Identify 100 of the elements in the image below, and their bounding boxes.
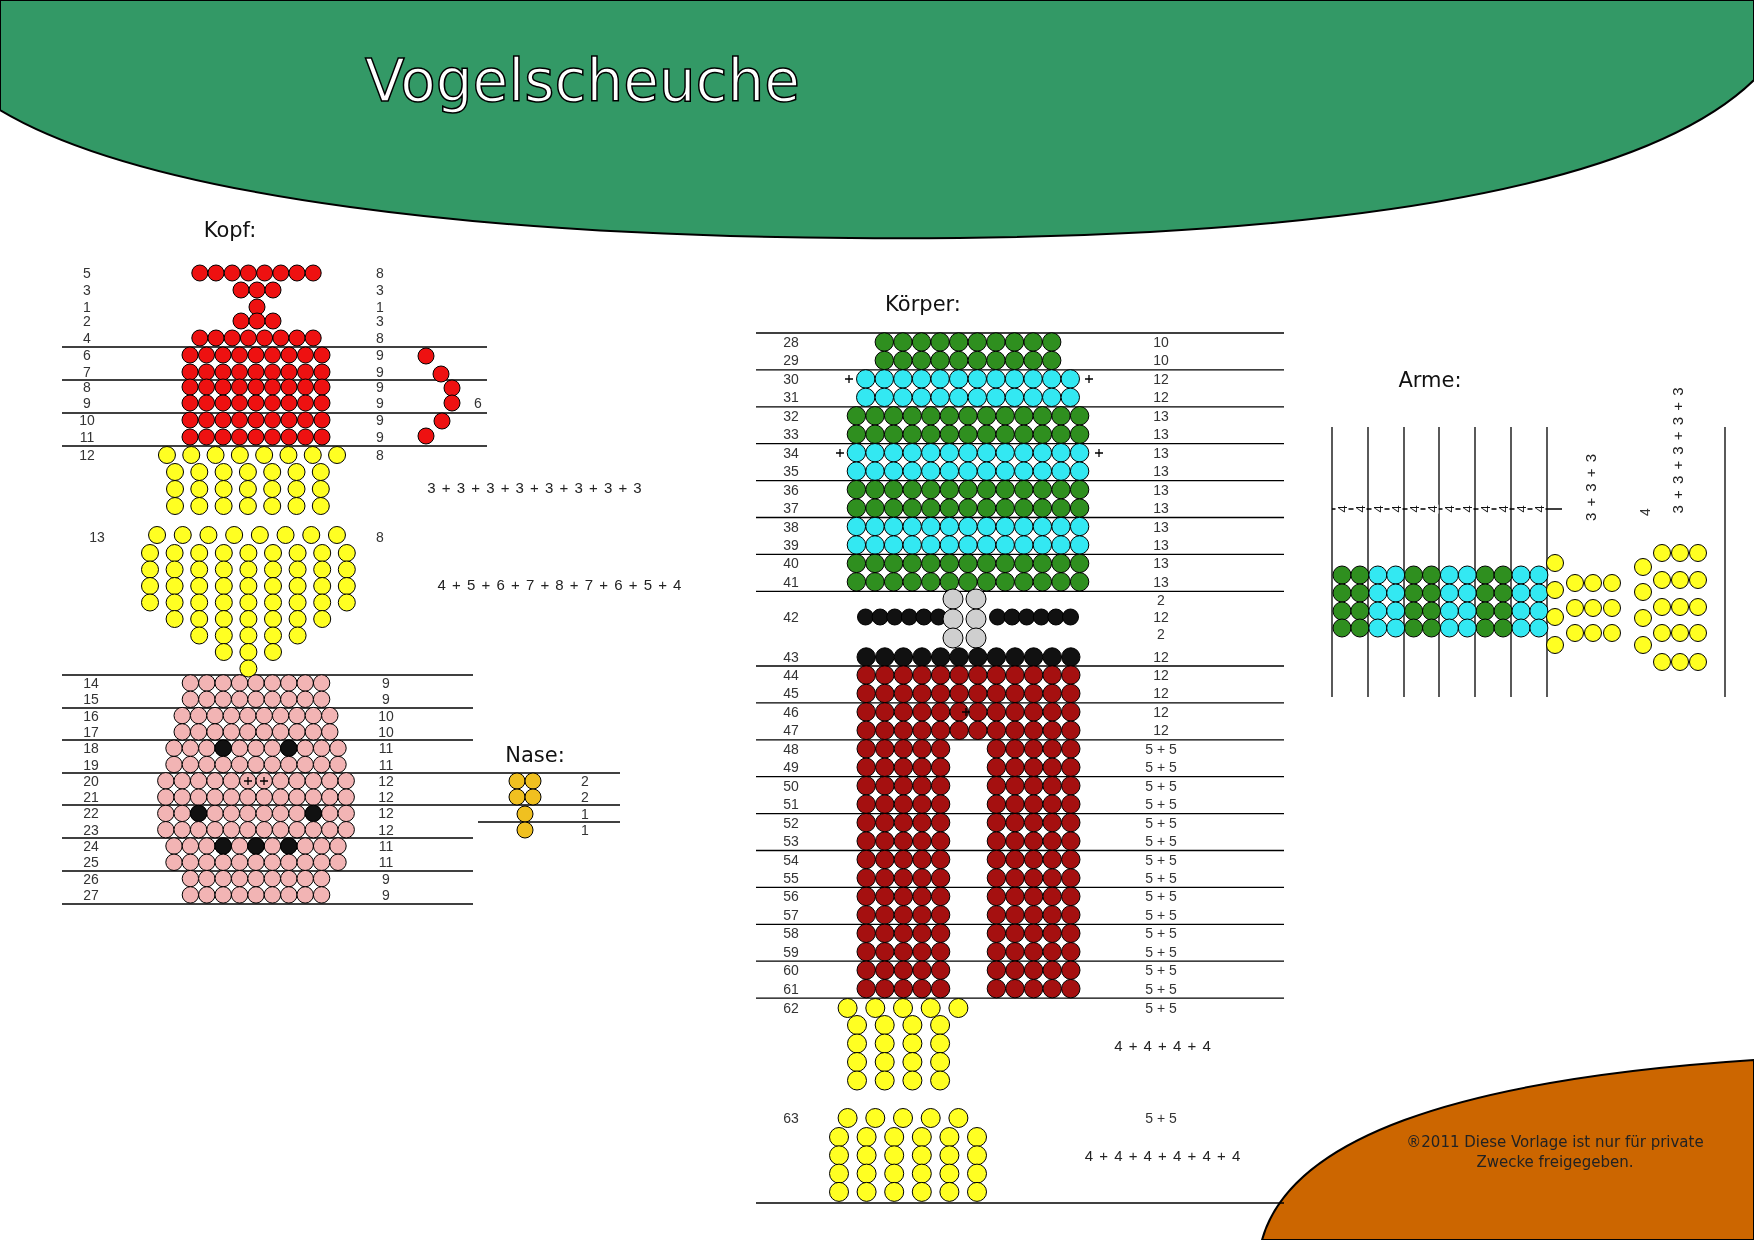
row-number: 10 [79, 413, 95, 427]
bead-count: 5 + 5 [1145, 981, 1177, 996]
bead-count: 5 + 5 [1145, 834, 1177, 849]
bead-count: 4 [1478, 504, 1492, 514]
bead-count: 11 [378, 855, 394, 870]
bead-count: 9 [376, 348, 384, 362]
row-number: 11 [79, 430, 95, 444]
row-number: 46 [783, 704, 799, 719]
bead-count: 12 [1153, 390, 1169, 405]
row-number: 1 [83, 300, 91, 314]
bead-count: 5 + 5 [1145, 741, 1177, 756]
row-number: 55 [783, 870, 799, 885]
bead-count: 12 [378, 790, 394, 805]
bead-count: 12 [1153, 650, 1169, 664]
bead-formula: 4 + 4 + 4 + 4 [1114, 1037, 1212, 1053]
bead-count: 5 + 5 [1145, 1001, 1177, 1015]
bead-count: 12 [1153, 686, 1169, 701]
row-number: 8 [83, 380, 91, 394]
bead-count: 2 [581, 790, 589, 804]
row-number: 35 [783, 464, 799, 479]
row-number: 19 [83, 757, 99, 772]
section-heading: Nase: [505, 744, 565, 766]
bead-count: 11 [378, 839, 394, 853]
row-number: 38 [783, 519, 799, 534]
bead-count: 12 [1153, 668, 1169, 682]
bead-count: 4 [1389, 504, 1403, 514]
copyright-note: ®2011 Diese Vorlage ist nur für private Zwecke freigegeben. [1405, 1132, 1705, 1172]
row-number: 30 [783, 371, 799, 386]
bead-count: 8 [376, 530, 384, 544]
row-number: 58 [783, 926, 799, 941]
bead-formula: 3 + 3 + 3 [1582, 452, 1598, 522]
bead-count: 13 [1153, 519, 1169, 534]
bead-count: 13 [1153, 482, 1169, 497]
bead-count: 12 [1153, 610, 1169, 624]
section-heading: Körper: [885, 293, 961, 315]
row-number: 16 [83, 708, 99, 723]
row-number: 51 [783, 797, 799, 812]
bead-count: 6 [474, 396, 482, 410]
bead-count: 10 [1153, 335, 1169, 349]
row-number: 63 [783, 1111, 799, 1125]
bead-count: 13 [1153, 408, 1169, 423]
bead-count: 5 + 5 [1145, 870, 1177, 885]
row-number: 41 [783, 574, 799, 589]
bead-count: 4 [1442, 504, 1456, 514]
bead-count: 5 + 5 [1145, 760, 1177, 775]
bead-count: 5 + 5 [1145, 926, 1177, 941]
row-number: 62 [783, 1001, 799, 1015]
bead-count: 9 [382, 676, 390, 690]
row-number: 9 [83, 396, 91, 410]
row-number: 52 [783, 815, 799, 830]
section-heading: Kopf: [203, 219, 257, 241]
bead-count: 4 [1353, 504, 1367, 514]
row-number: 20 [83, 773, 99, 788]
bead-count: 4 [1335, 504, 1349, 514]
bead-count: 8 [376, 331, 384, 345]
row-number: 21 [83, 790, 99, 805]
row-number: 59 [783, 944, 799, 959]
bead-count: 5 + 5 [1145, 852, 1177, 867]
bead-count: 9 [376, 365, 384, 379]
bead-count: 13 [1153, 427, 1169, 442]
row-number: 12 [79, 448, 95, 462]
bead-count: 11 [378, 741, 394, 756]
row-number: 34 [783, 445, 799, 460]
section-heading: Arme: [1398, 369, 1462, 391]
row-number: 47 [783, 723, 799, 738]
bead-count: 12 [378, 822, 394, 837]
bead-count: 3 [376, 283, 384, 297]
bead-count: 5 + 5 [1145, 963, 1177, 978]
bead-count: 4 [1425, 504, 1438, 514]
row-number: 49 [783, 760, 799, 775]
bead-count: 5 + 5 [1145, 889, 1177, 904]
bead-count: 2 [581, 774, 589, 788]
row-number: 37 [783, 501, 799, 516]
bead-count: 5 + 5 [1145, 944, 1177, 959]
row-number: 2 [83, 314, 91, 328]
row-number: 4 [83, 331, 91, 345]
bead-count: 4 [1532, 504, 1546, 514]
bead-count: 9 [382, 887, 390, 902]
row-number: 25 [83, 855, 99, 870]
bead-count: 13 [1153, 464, 1169, 479]
bead-formula: 3 + 3 + 3 + 3 + 3 + 3 + 3 + 3 [427, 479, 643, 495]
bead-count: 12 [1153, 723, 1169, 738]
bead-count: 8 [376, 266, 384, 280]
row-number: 39 [783, 537, 799, 552]
bead-formula: 4 + 5 + 6 + 7 + 8 + 7 + 6 + 5 + 4 [437, 576, 683, 592]
bead-count: 4 [1638, 508, 1652, 516]
row-number: 28 [783, 335, 799, 349]
bead-count: 13 [1153, 537, 1169, 552]
row-number: 54 [783, 852, 799, 867]
row-number: 40 [783, 556, 799, 571]
row-number: 29 [783, 353, 799, 368]
row-number: 32 [783, 408, 799, 423]
row-number: 15 [83, 692, 99, 707]
bead-count: 4 [1514, 504, 1528, 514]
bead-count: 10 [1153, 353, 1169, 368]
bead-count: 12 [1153, 704, 1169, 719]
bead-count: 10 [378, 724, 394, 739]
bead-count: 2 [1157, 627, 1165, 641]
row-number: 36 [783, 482, 799, 497]
row-number: 48 [783, 741, 799, 756]
